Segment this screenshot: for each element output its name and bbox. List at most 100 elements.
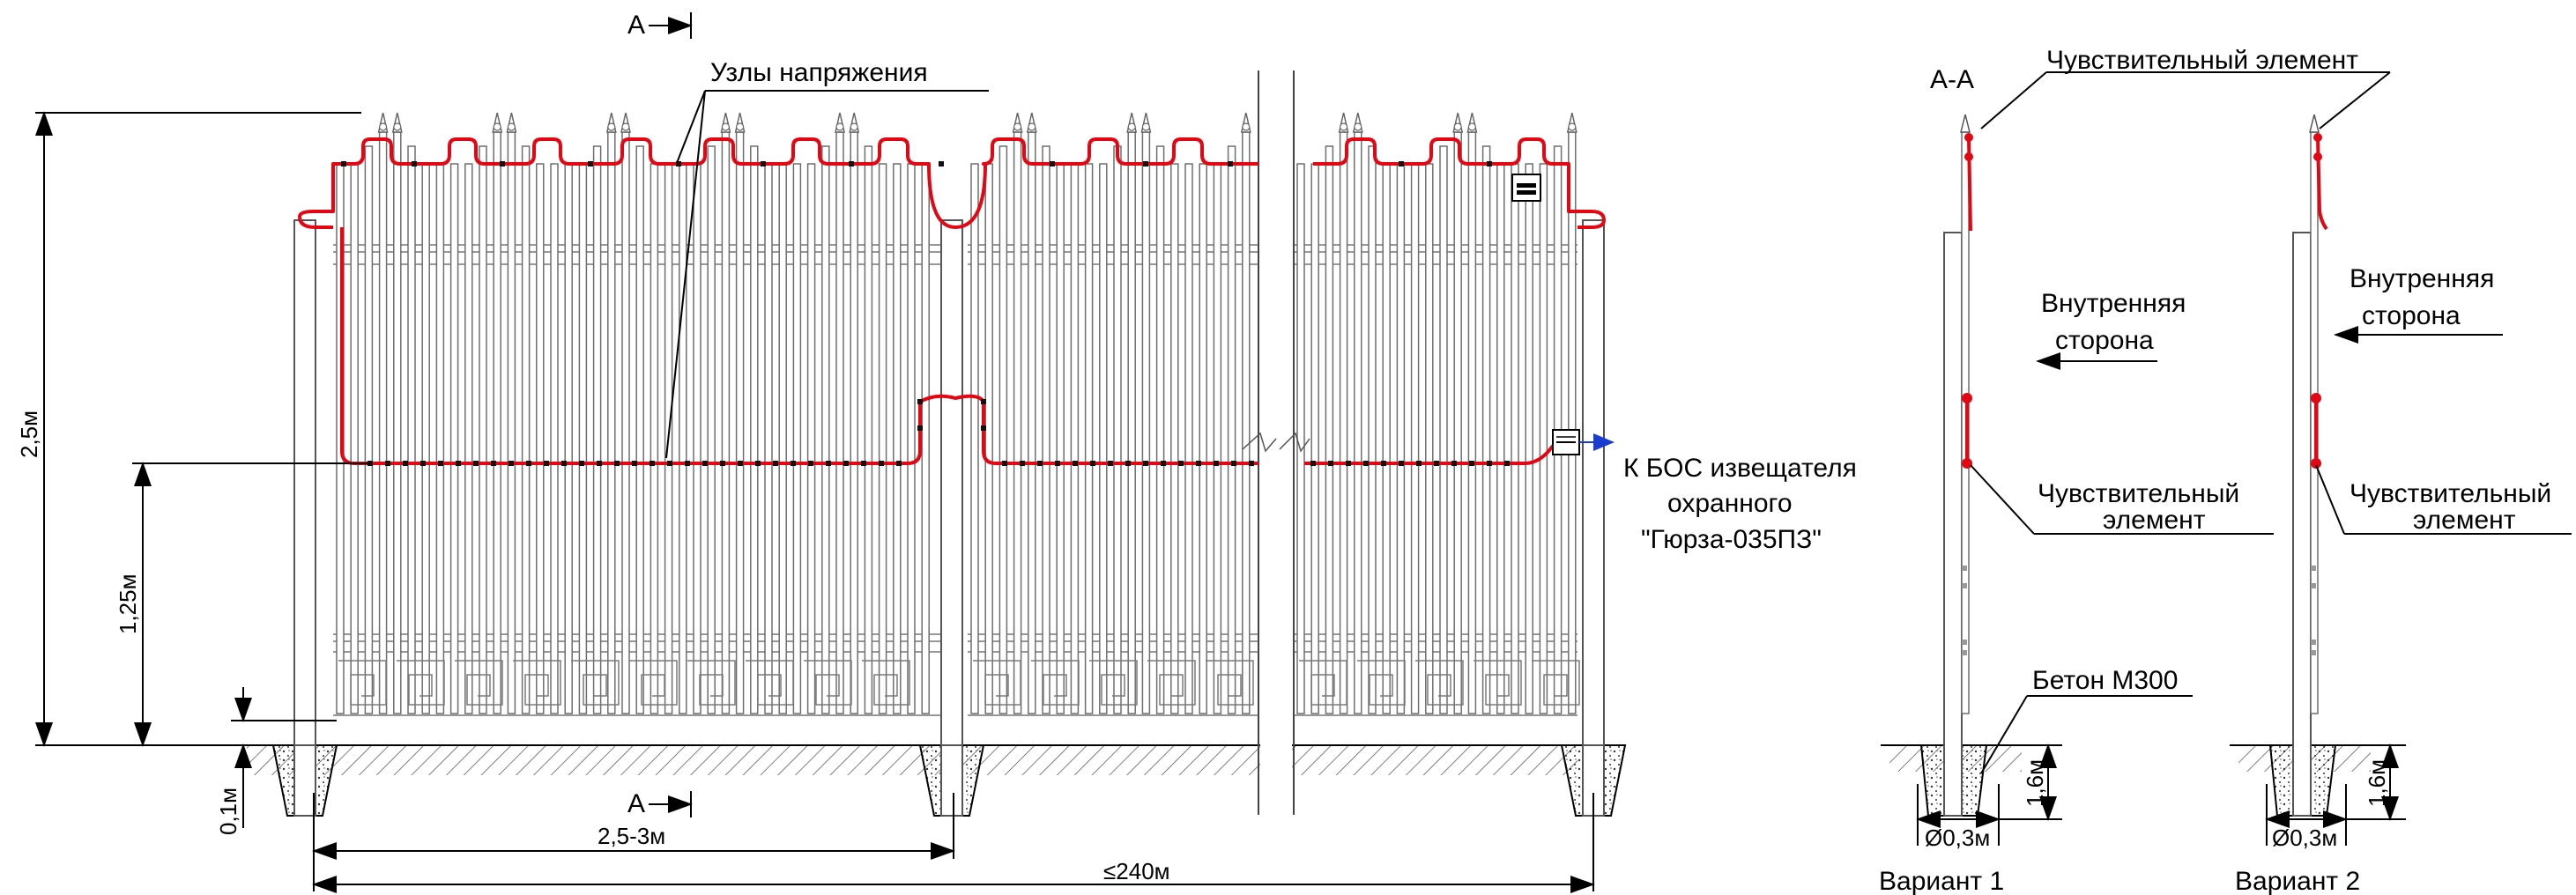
stress-node — [561, 461, 567, 466]
stress-node — [826, 461, 831, 466]
stress-node — [1346, 461, 1351, 466]
dimension-total-length: ≤240м — [312, 793, 1595, 893]
stress-node — [1310, 461, 1316, 466]
ornament — [973, 660, 1021, 706]
fence-bar — [750, 145, 759, 714]
stress-node — [879, 461, 884, 466]
fence-bar — [1354, 131, 1362, 714]
stress-node — [456, 461, 461, 466]
fence-bar — [1070, 163, 1080, 714]
fence-bar — [878, 163, 887, 714]
fence-bar — [1296, 163, 1305, 714]
ornament — [1299, 660, 1347, 706]
section-clip — [1964, 152, 1973, 161]
stress-node — [1161, 461, 1166, 466]
stress-nodes-leader — [665, 90, 989, 459]
stress-node — [491, 461, 496, 466]
fence-bar — [449, 163, 459, 714]
spear-ball — [1339, 122, 1348, 131]
fence-bar — [1467, 131, 1477, 714]
svg-text:Внутренняя: Внутренняя — [2041, 289, 2186, 318]
stress-node — [1487, 161, 1492, 166]
ornament — [1474, 660, 1522, 706]
spear-ball — [1354, 122, 1362, 131]
fence-bar — [650, 163, 659, 714]
stress-node — [1090, 461, 1095, 466]
bolt — [2311, 583, 2316, 588]
ornament — [455, 660, 503, 706]
dimension-total-height: 2,5м — [16, 111, 361, 747]
stress-node — [1143, 461, 1148, 466]
fence-bar — [1396, 163, 1406, 714]
fence-bar — [1339, 131, 1348, 714]
stress-node — [526, 461, 531, 466]
spear-ball — [379, 122, 388, 131]
fence-bar — [635, 145, 644, 714]
stress-node — [1416, 461, 1422, 466]
stress-node — [1487, 461, 1492, 466]
fence-bar — [792, 163, 802, 714]
stress-node — [473, 461, 479, 466]
stress-node — [1363, 461, 1369, 466]
svg-text:К БОС извещателя: К БОС извещателя — [1623, 454, 1857, 483]
stress-node — [1381, 461, 1386, 466]
fence-bar — [1453, 131, 1462, 714]
spear-ball — [735, 122, 745, 131]
stress-node — [1504, 461, 1510, 466]
concrete-note: Бетон М300 — [1980, 666, 2193, 774]
fence-bar — [1410, 163, 1420, 714]
inner-side-note-2: Внутренняя сторона — [2334, 264, 2503, 344]
fence-bar — [1525, 163, 1533, 714]
stress-node — [1108, 461, 1113, 466]
fence-bar — [421, 163, 430, 714]
fence-bar — [1155, 145, 1165, 714]
stress-node — [500, 161, 505, 166]
svg-text:0,1м: 0,1м — [215, 788, 241, 835]
section-clip — [2311, 393, 2321, 403]
post-footings — [271, 744, 1627, 817]
svg-text:≤240м: ≤240м — [1103, 858, 1170, 884]
bolt — [2311, 640, 2316, 645]
fence-bar — [1325, 145, 1334, 714]
bolt — [2311, 566, 2316, 571]
stress-node — [412, 161, 417, 166]
fence-bar — [970, 163, 979, 714]
section-post — [2292, 232, 2312, 817]
ornament — [804, 660, 852, 706]
fence-bar — [1568, 131, 1577, 714]
fence-bar — [1141, 131, 1151, 714]
stress-node — [702, 461, 708, 466]
stress-node — [917, 425, 923, 431]
fence-bar — [835, 131, 844, 714]
svg-text:Ø0,3м: Ø0,3м — [2272, 825, 2337, 851]
spear-ball — [1127, 122, 1136, 131]
fence-bar — [998, 145, 1008, 714]
stress-node — [808, 461, 813, 466]
ornament — [1357, 660, 1406, 706]
ornament — [513, 660, 561, 706]
fence-bar — [378, 131, 388, 714]
fence-bar — [1310, 163, 1319, 714]
stress-node — [1399, 161, 1404, 166]
fence-bar — [435, 163, 445, 714]
fence-bar — [1013, 131, 1022, 714]
stress-node — [843, 461, 849, 466]
ornament — [1147, 660, 1196, 706]
fence-bar — [607, 131, 616, 714]
fence-bar — [778, 163, 787, 714]
fence-bar — [679, 163, 687, 714]
bolt — [1962, 650, 1967, 655]
stress-node — [1037, 461, 1043, 466]
section-sensitive-top — [1967, 137, 1972, 232]
stress-node — [544, 461, 549, 466]
svg-text:элемент: элемент — [2413, 506, 2516, 535]
fence-bar — [764, 163, 773, 714]
section-sensitive-top — [2316, 137, 2328, 231]
fence-bar — [850, 131, 858, 714]
sensitive-note-2: Чувствительный элемент — [2315, 464, 2572, 535]
stress-node — [1196, 461, 1201, 466]
ornament — [1031, 660, 1080, 706]
spear-ball — [1453, 122, 1462, 131]
ornament — [1532, 660, 1580, 706]
fence-bar — [693, 163, 702, 714]
